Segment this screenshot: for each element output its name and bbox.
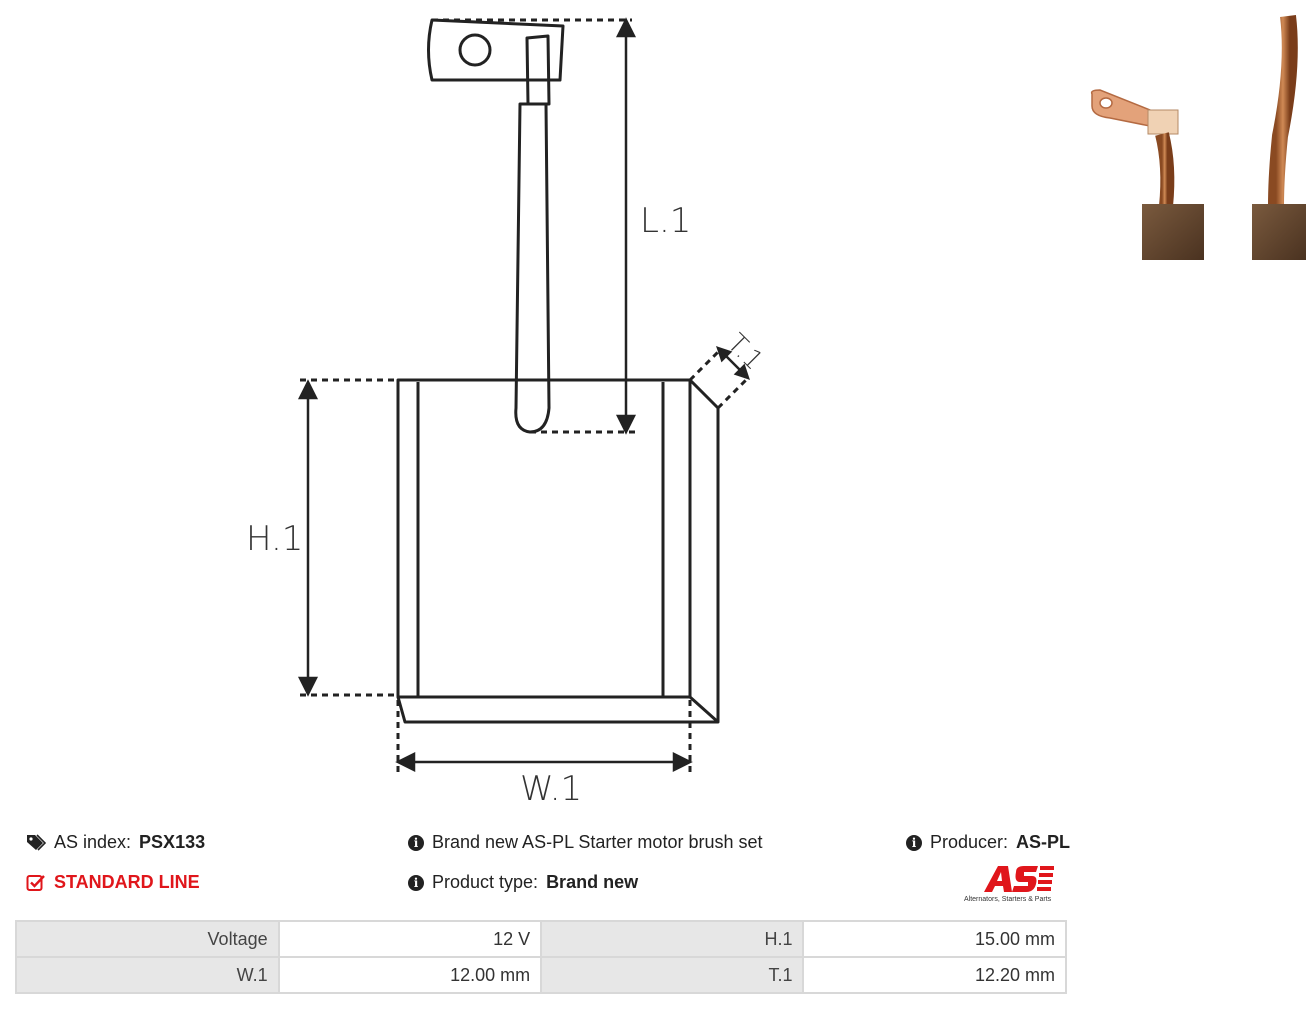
producer-value: AS-PL <box>1016 832 1071 852</box>
spec-label: T.1 <box>540 956 805 994</box>
as-pl-logo: Alternators, Starters & Parts <box>964 862 1068 906</box>
terminal-lug <box>427 18 565 82</box>
h1-label: H.1 <box>246 519 303 559</box>
spec-label: W.1 <box>15 956 280 994</box>
specs-table: Voltage 12 V H.1 15.00 mm W.1 12.00 mm T… <box>15 920 1067 994</box>
standard-line-label: STANDARD LINE <box>54 872 200 892</box>
table-row: W.1 12.00 mm T.1 12.20 mm <box>15 956 1067 994</box>
as-index-value: PSX133 <box>139 832 206 852</box>
tags-icon <box>27 833 46 851</box>
info-icon: i <box>408 834 424 851</box>
product-type-value: Brand new <box>546 872 639 892</box>
spec-value: 12 V <box>277 920 543 958</box>
spec-label: H.1 <box>540 920 805 958</box>
description-text: Brand new AS-PL Starter motor brush set <box>432 832 763 852</box>
lug-hole <box>458 33 492 67</box>
product-type-label: Product type: <box>432 872 539 892</box>
producer-row: i Producer: AS-PL <box>906 832 1070 853</box>
info-icon: i <box>906 834 922 851</box>
as-logo-mark <box>984 866 1054 892</box>
description-row: i Brand new AS-PL Starter motor brush se… <box>408 832 763 853</box>
info-icon: i <box>408 874 424 891</box>
product-type-row: i Product type: Brand new <box>408 872 638 893</box>
spec-value: 12.20 mm <box>802 956 1067 994</box>
product-photo <box>1090 15 1306 260</box>
producer-label: Producer: <box>930 832 1009 852</box>
as-index-label: AS index: <box>54 832 132 852</box>
spec-value: 12.00 mm <box>277 956 543 994</box>
brush-dimension-drawing: L.1 H.1 W.1 T.1 <box>246 17 769 809</box>
logo-tagline: Alternators, Starters & Parts <box>964 896 1052 903</box>
spec-label: Voltage <box>15 920 280 958</box>
checkbox-icon <box>26 874 45 891</box>
t1-label: T.1 <box>721 328 769 376</box>
l1-label: L.1 <box>640 201 691 241</box>
as-index-row: AS index: PSX133 <box>26 832 205 853</box>
spec-value: 15.00 mm <box>802 920 1067 958</box>
lead-wire <box>514 102 551 434</box>
table-row: Voltage 12 V H.1 15.00 mm <box>15 920 1067 958</box>
w1-label: W.1 <box>520 769 582 809</box>
standard-line-row: STANDARD LINE <box>26 872 200 893</box>
brush-block <box>396 378 692 699</box>
